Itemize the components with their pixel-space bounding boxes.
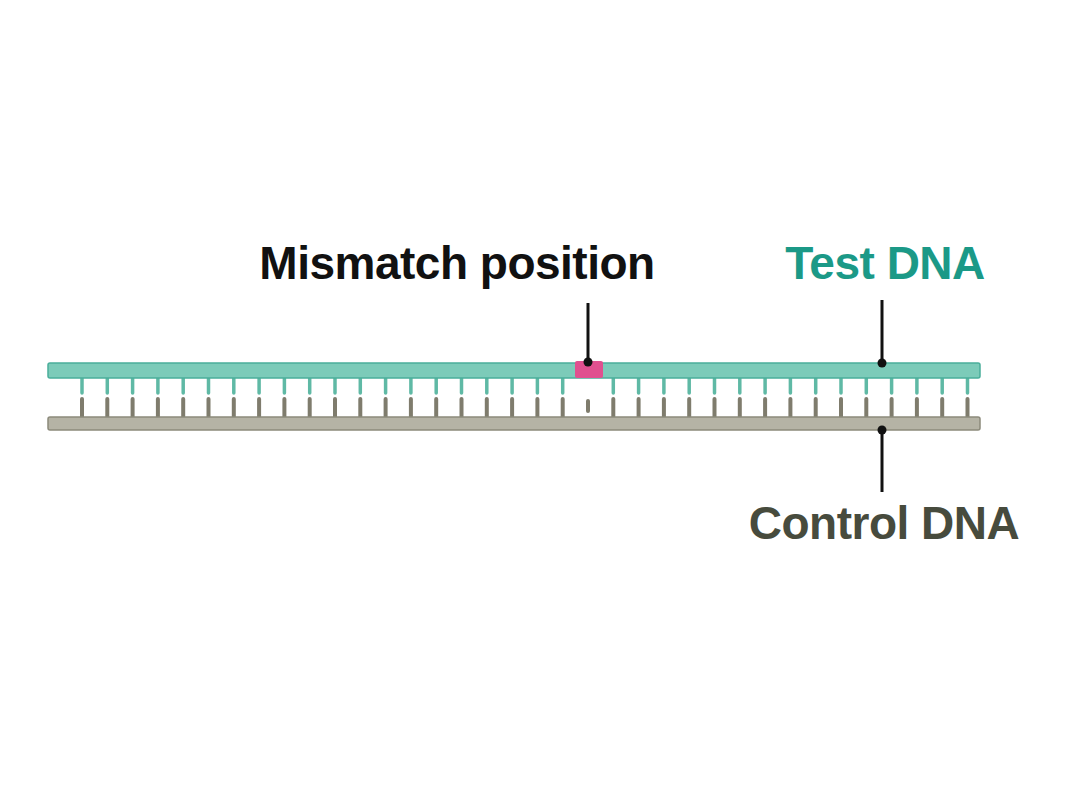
- control-base: [611, 399, 615, 419]
- control-base: [788, 399, 792, 419]
- base-pairs: [82, 376, 968, 419]
- control-base: [864, 399, 868, 419]
- leader-dot: [584, 358, 593, 367]
- control-base: [561, 399, 565, 419]
- control-base: [156, 399, 160, 419]
- control-base: [637, 399, 641, 419]
- control-base: [890, 399, 894, 419]
- control-base: [814, 399, 818, 419]
- control-base: [257, 399, 261, 419]
- control-base: [358, 399, 362, 419]
- strand-label: Test DNA: [785, 238, 985, 289]
- control-base: [535, 399, 539, 419]
- control-base: [713, 399, 717, 419]
- control-base: [915, 399, 919, 419]
- control-base: [409, 399, 413, 419]
- control-base: [662, 399, 666, 419]
- control-base: [232, 399, 236, 419]
- control-base: [510, 399, 514, 419]
- control-base: [940, 399, 944, 419]
- control-base: [586, 401, 590, 411]
- control-base: [434, 399, 438, 419]
- strand-label: Control DNA: [749, 498, 1019, 549]
- control-base: [384, 399, 388, 419]
- leader-line: [587, 303, 590, 362]
- control-base: [282, 399, 286, 419]
- control-base: [181, 399, 185, 419]
- control-base: [80, 399, 84, 419]
- test-strand: [48, 363, 980, 378]
- mismatch-label: Mismatch position: [259, 238, 654, 289]
- control-base: [207, 399, 211, 419]
- control-base: [460, 399, 464, 419]
- control-base: [763, 399, 767, 419]
- leader-dot: [878, 359, 887, 368]
- control-base: [966, 399, 970, 419]
- control-strand: [48, 417, 980, 430]
- control-base: [333, 399, 337, 419]
- control-base: [738, 399, 742, 419]
- control-base: [839, 399, 843, 419]
- leader-line: [881, 300, 884, 363]
- leader-line: [881, 430, 884, 492]
- control-base: [105, 399, 109, 419]
- leader-dot: [878, 426, 887, 435]
- control-base: [308, 399, 312, 419]
- control-base: [485, 399, 489, 419]
- control-base: [131, 399, 135, 419]
- control-base: [687, 399, 691, 419]
